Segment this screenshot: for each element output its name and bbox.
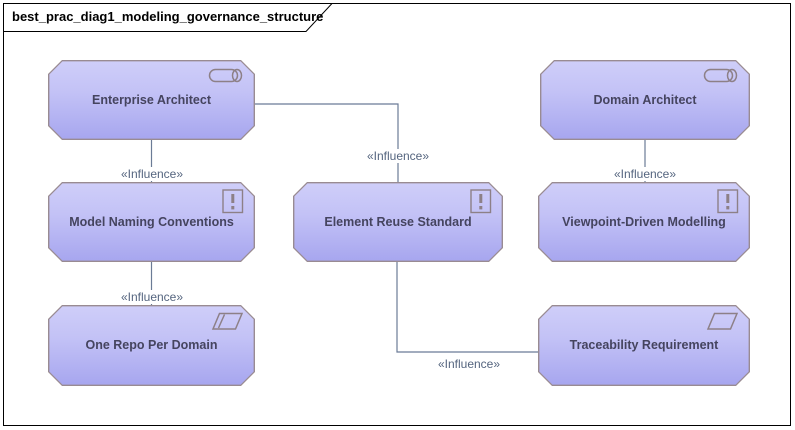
- node-shape: [538, 182, 750, 262]
- principle-icon: [222, 189, 244, 214]
- connector-ea-to-ers[interactable]: [255, 103, 399, 182]
- principle-icon: [470, 189, 492, 214]
- node-label: Domain Architect: [593, 92, 697, 107]
- node-label: Model Naming Conventions: [69, 214, 234, 229]
- role-icon: [208, 68, 243, 83]
- node-shape: [48, 182, 255, 262]
- node-label: Element Reuse Standard: [324, 214, 472, 229]
- node-label: Viewpoint-Driven Modelling: [562, 214, 726, 229]
- connector-label[interactable]: «Influence»: [110, 290, 194, 305]
- node-element-reuse-standard[interactable]: Element Reuse Standard: [293, 182, 503, 262]
- requirement-icon: [211, 312, 244, 330]
- connector-ers-to-tr[interactable]: [396, 262, 538, 353]
- principle-icon: [717, 189, 739, 214]
- node-enterprise-architect[interactable]: Enterprise Architect: [48, 60, 255, 140]
- diagram-title-tab-shape: [3, 3, 334, 32]
- diagram-title: best_prac_diag1_modeling_governance_stru…: [12, 9, 324, 24]
- node-shape: [540, 60, 750, 140]
- node-label: Traceability Requirement: [569, 338, 719, 353]
- node-label: One Repo Per Domain: [85, 338, 218, 353]
- node-shape: [48, 305, 255, 386]
- node-model-naming-conventions[interactable]: Model Naming Conventions: [48, 182, 255, 262]
- requirement-icon: [706, 312, 739, 330]
- node-label: Enterprise Architect: [91, 92, 212, 107]
- node-shape: [48, 60, 255, 140]
- node-shape: [538, 305, 750, 386]
- connector-label[interactable]: «Influence»: [609, 167, 681, 182]
- node-viewpoint-driven-modelling[interactable]: Viewpoint-Driven Modelling: [538, 182, 750, 262]
- connector-label[interactable]: «Influence»: [110, 167, 194, 182]
- node-traceability-requirement[interactable]: Traceability Requirement: [538, 305, 750, 386]
- node-one-repo-per-domain[interactable]: One Repo Per Domain: [48, 305, 255, 386]
- role-icon: [703, 68, 738, 83]
- connector-label[interactable]: «Influence»: [362, 149, 434, 164]
- node-domain-architect[interactable]: Domain Architect: [540, 60, 750, 140]
- connector-label[interactable]: «Influence»: [433, 357, 505, 372]
- node-shape: [293, 182, 503, 262]
